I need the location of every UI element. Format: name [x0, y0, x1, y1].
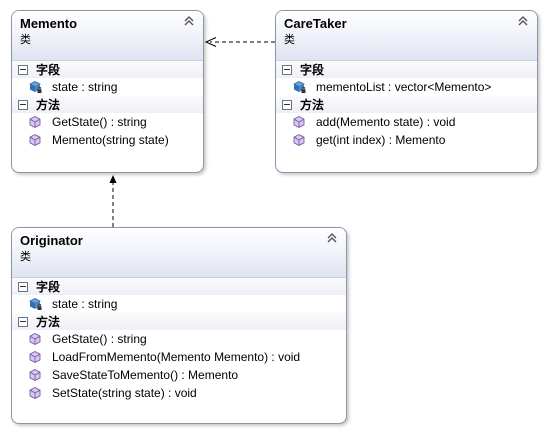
originator-to-memento-dependency[interactable] — [109, 175, 117, 227]
fields-section: 字段 state : string — [12, 278, 346, 313]
fields-section-header[interactable]: 字段 — [12, 61, 203, 78]
method-icon — [29, 386, 41, 400]
methods-label: 方法 — [36, 98, 61, 112]
class-stereotype: 类 — [20, 251, 31, 263]
collapse-chevron-icon[interactable] — [183, 15, 195, 27]
collapse-section-icon[interactable] — [282, 64, 292, 75]
collapse-section-icon[interactable] — [282, 99, 292, 110]
fields-label: 字段 — [300, 63, 325, 77]
fields-section-header[interactable]: 字段 — [12, 278, 346, 295]
method-text: GetState() : string — [52, 332, 147, 346]
method-icon — [29, 350, 41, 364]
field-icon — [29, 81, 42, 93]
field-icon — [293, 81, 306, 93]
method-icon — [29, 368, 41, 382]
class-header: Originator 类 — [12, 228, 346, 278]
fields-section: 字段 state : string — [12, 61, 203, 96]
field-text: state : string — [52, 297, 118, 311]
method-text: Memento(string state) — [52, 133, 169, 147]
collapse-section-icon[interactable] — [18, 281, 28, 292]
methods-label: 方法 — [36, 315, 61, 329]
field-item[interactable]: state : string — [12, 295, 346, 313]
method-text: SetState(string state) : void — [52, 386, 197, 400]
method-text: get(int index) : Memento — [316, 133, 446, 147]
field-icon — [29, 298, 42, 310]
method-item[interactable]: SaveStateToMemento() : Memento — [12, 366, 346, 384]
class-name: CareTaker — [284, 16, 347, 31]
method-icon — [29, 115, 41, 129]
method-item[interactable]: SetState(string state) : void — [12, 384, 346, 402]
class-name: Memento — [20, 16, 78, 31]
class-stereotype: 类 — [20, 34, 31, 46]
collapse-chevron-icon[interactable] — [326, 232, 338, 244]
methods-section: 方法 GetState() : string LoadFromMemento(M… — [12, 313, 346, 402]
method-item[interactable]: Memento(string state) — [12, 131, 203, 149]
method-icon — [293, 133, 305, 147]
caretaker-to-memento-dependency[interactable] — [204, 37, 275, 47]
class-header: Memento 类 — [12, 11, 203, 61]
method-item[interactable]: LoadFromMemento(Memento Memento) : void — [12, 348, 346, 366]
class-originator[interactable]: Originator 类 字段 state : string 方法 — [11, 227, 347, 424]
method-item[interactable]: GetState() : string — [12, 113, 203, 131]
method-text: LoadFromMemento(Memento Memento) : void — [52, 350, 301, 364]
method-item[interactable]: add(Memento state) : void — [276, 113, 537, 131]
methods-label: 方法 — [300, 98, 325, 112]
methods-section: 方法 add(Memento state) : void get(int ind… — [276, 96, 537, 149]
collapse-section-icon[interactable] — [18, 64, 28, 75]
methods-section-header[interactable]: 方法 — [12, 313, 346, 330]
fields-section: 字段 mementoList : vector<Memento> — [276, 61, 537, 96]
field-item[interactable]: state : string — [12, 78, 203, 96]
method-text: SaveStateToMemento() : Memento — [52, 368, 239, 382]
method-text: add(Memento state) : void — [316, 115, 456, 129]
collapse-section-icon[interactable] — [18, 316, 28, 327]
methods-section: 方法 GetState() : string Memento(string st… — [12, 96, 203, 149]
method-icon — [29, 133, 41, 147]
method-text: GetState() : string — [52, 115, 147, 129]
collapse-chevron-icon[interactable] — [517, 15, 529, 27]
fields-label: 字段 — [36, 63, 61, 77]
methods-section-header[interactable]: 方法 — [276, 96, 537, 113]
methods-section-header[interactable]: 方法 — [12, 96, 203, 113]
method-item[interactable]: GetState() : string — [12, 330, 346, 348]
field-item[interactable]: mementoList : vector<Memento> — [276, 78, 537, 96]
fields-label: 字段 — [36, 280, 61, 294]
field-text: mementoList : vector<Memento> — [316, 80, 492, 94]
collapse-section-icon[interactable] — [18, 99, 28, 110]
class-caretaker[interactable]: CareTaker 类 字段 mementoList : vector<Meme… — [275, 10, 538, 173]
method-icon — [293, 115, 305, 129]
class-stereotype: 类 — [284, 34, 295, 46]
method-icon — [29, 332, 41, 346]
class-name: Originator — [20, 233, 83, 248]
method-item[interactable]: get(int index) : Memento — [276, 131, 537, 149]
fields-section-header[interactable]: 字段 — [276, 61, 537, 78]
field-text: state : string — [52, 80, 118, 94]
class-memento[interactable]: Memento 类 字段 state : string 方法 — [11, 10, 204, 173]
class-header: CareTaker 类 — [276, 11, 537, 61]
